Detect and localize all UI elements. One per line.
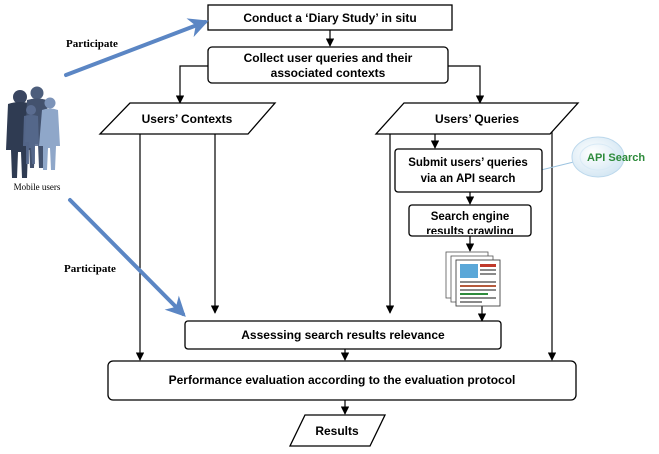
api-search-icon — [571, 136, 625, 178]
participate-label-bottom: Participate — [64, 263, 116, 275]
api-search-badge-label: API Search — [587, 152, 645, 164]
users-queries-label: Users’ Queries — [435, 112, 519, 126]
mobile-users-label: Mobile users — [14, 182, 61, 192]
participate-label-top: Participate — [66, 38, 118, 50]
users-contexts-label: Users’ Contexts — [142, 112, 233, 126]
search-results-documents-icon — [445, 251, 501, 307]
performance-evaluation-label: Performance evaluation according to the … — [169, 373, 516, 387]
submit-queries-label-line1: Submit users’ queries — [408, 157, 528, 169]
mobile-users-icon — [6, 86, 60, 178]
crawl-results-box — [408, 204, 532, 237]
crawl-results-label-line1: Search engine — [431, 211, 510, 223]
submit-queries-label-line2: via an API search — [421, 173, 516, 185]
results-parallelogram — [288, 414, 387, 447]
assess-relevance-box — [184, 320, 502, 350]
diary-study-box — [207, 4, 453, 31]
submit-queries-box — [394, 148, 543, 193]
users-queries-parallelogram — [374, 102, 580, 135]
collect-queries-label-line1: Collect user queries and their — [244, 51, 413, 65]
participate-arrow-bottom — [68, 198, 186, 317]
participate-arrow-top — [64, 18, 209, 77]
diary-study-label: Conduct a ‘Diary Study’ in situ — [243, 11, 416, 25]
performance-evaluation-box — [107, 360, 577, 401]
crawl-results-label-line2: results crawling — [426, 226, 514, 238]
users-contexts-parallelogram — [98, 102, 277, 135]
collect-queries-label-line2: associated contexts — [271, 66, 386, 80]
results-label: Results — [315, 424, 359, 438]
assess-relevance-label: Assessing search results relevance — [241, 328, 445, 342]
collect-queries-box — [207, 46, 449, 84]
